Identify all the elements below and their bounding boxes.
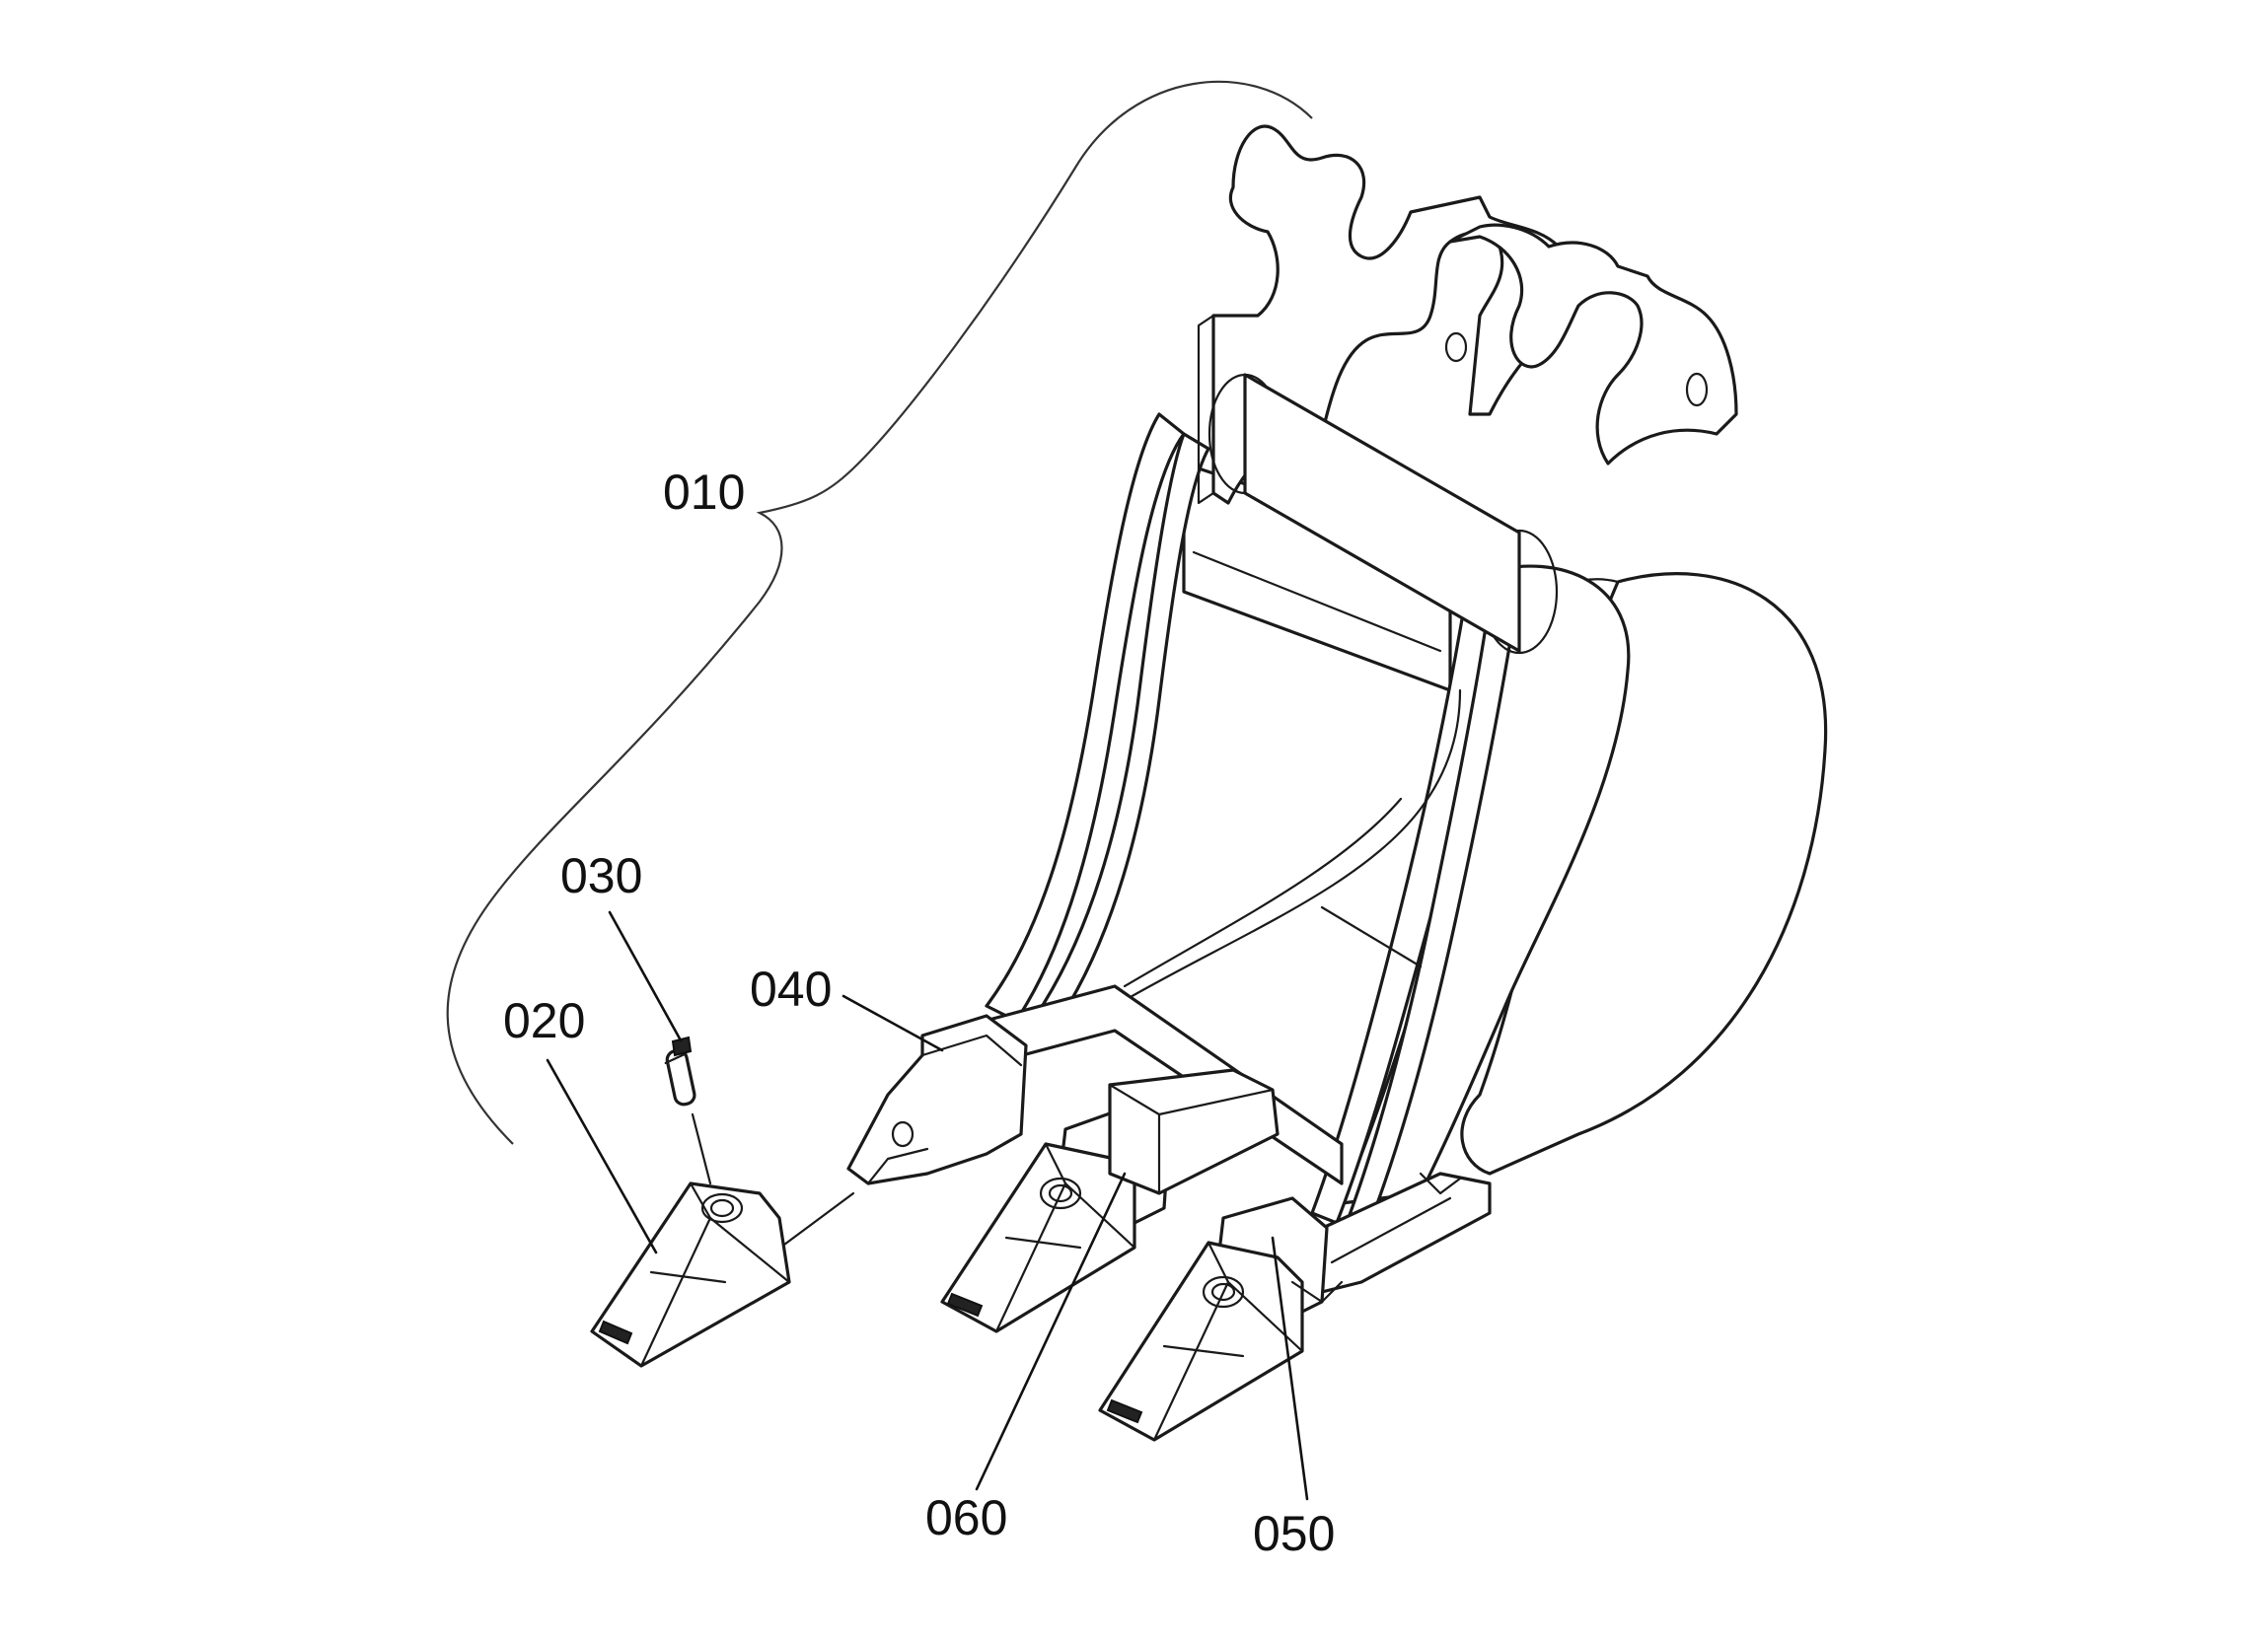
leader-040 <box>841 994 944 1052</box>
label-050: 050 <box>1253 1506 1335 1561</box>
label-010: 010 <box>663 465 745 520</box>
leader-020 <box>546 1058 658 1254</box>
leader-030 <box>608 910 683 1042</box>
label-030: 030 <box>560 848 642 903</box>
tooth-right <box>1098 1241 1344 1442</box>
label-060: 060 <box>925 1490 1007 1545</box>
tooth-exploded <box>590 1181 791 1368</box>
leader-060 <box>975 1172 1127 1491</box>
label-040: 040 <box>750 962 832 1017</box>
assembly-line <box>782 1191 855 1247</box>
lug-tube <box>1243 373 1521 653</box>
bucket-body <box>985 412 1828 1235</box>
cutting-edge <box>965 984 1492 1294</box>
leader-050 <box>1271 1236 1309 1501</box>
label-020: 020 <box>503 993 585 1048</box>
rear-lug-plate <box>1448 223 1738 465</box>
retaining-pin <box>664 1036 696 1107</box>
bucket-bottom-curve <box>1113 688 1462 1008</box>
tooth-middle <box>940 1068 1280 1333</box>
mounting-lugs <box>1197 124 1738 655</box>
assembly-brace <box>446 80 1313 1145</box>
adapter-left <box>846 1014 1028 1185</box>
